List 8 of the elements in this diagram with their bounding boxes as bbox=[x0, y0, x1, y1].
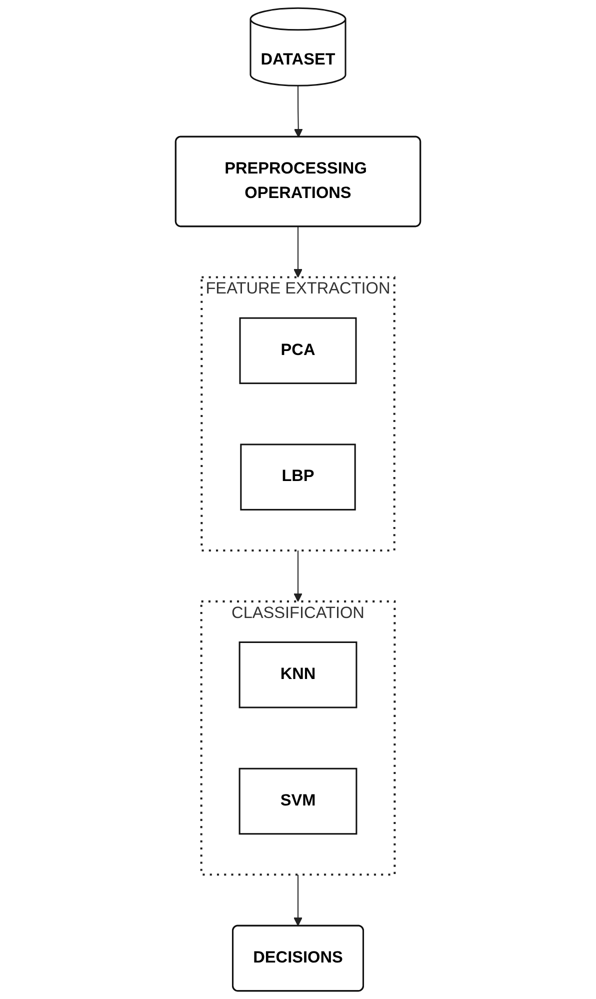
arrow bbox=[294, 86, 303, 138]
arrow bbox=[294, 550, 302, 602]
arrow bbox=[294, 226, 302, 278]
node-box: KNN bbox=[238, 641, 358, 708]
node-box: PCA bbox=[239, 317, 357, 384]
arrow bbox=[294, 874, 302, 926]
node-box: LBP bbox=[240, 444, 356, 510]
node-box: SVM bbox=[238, 768, 358, 835]
